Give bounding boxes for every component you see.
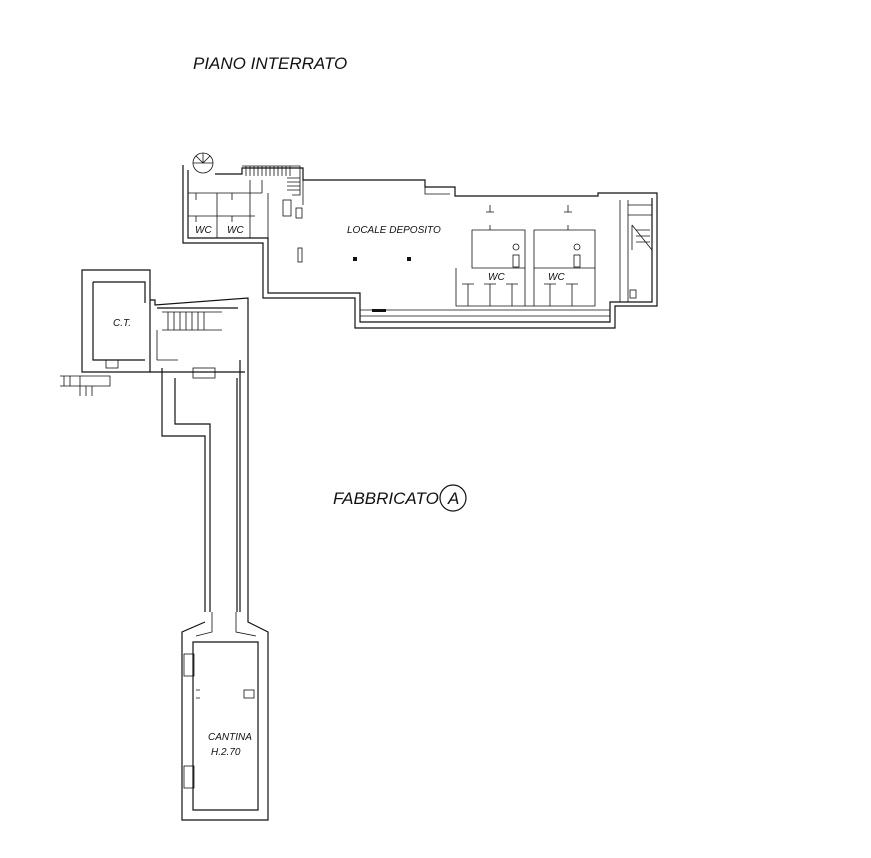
room-label-cantina: CANTINA <box>208 732 252 743</box>
building-id-circle <box>439 484 467 512</box>
room-height-label: H.2.70 <box>211 747 241 758</box>
drawing-title: PIANO INTERRATO <box>193 54 347 73</box>
room-label-wc: WC <box>488 272 505 283</box>
room-label-wc: WC <box>195 225 212 236</box>
room-label-locale-deposito: LOCALE DEPOSITO <box>347 225 441 236</box>
room-label-wc: WC <box>227 225 244 236</box>
upper-block-walls <box>182 152 658 329</box>
room-label-ct: C.T. <box>113 318 131 329</box>
building-id: A <box>447 489 459 508</box>
room-label-wc: WC <box>548 272 565 283</box>
building-label: FABBRICATO <box>333 489 439 508</box>
lower-block-walls <box>60 269 269 821</box>
